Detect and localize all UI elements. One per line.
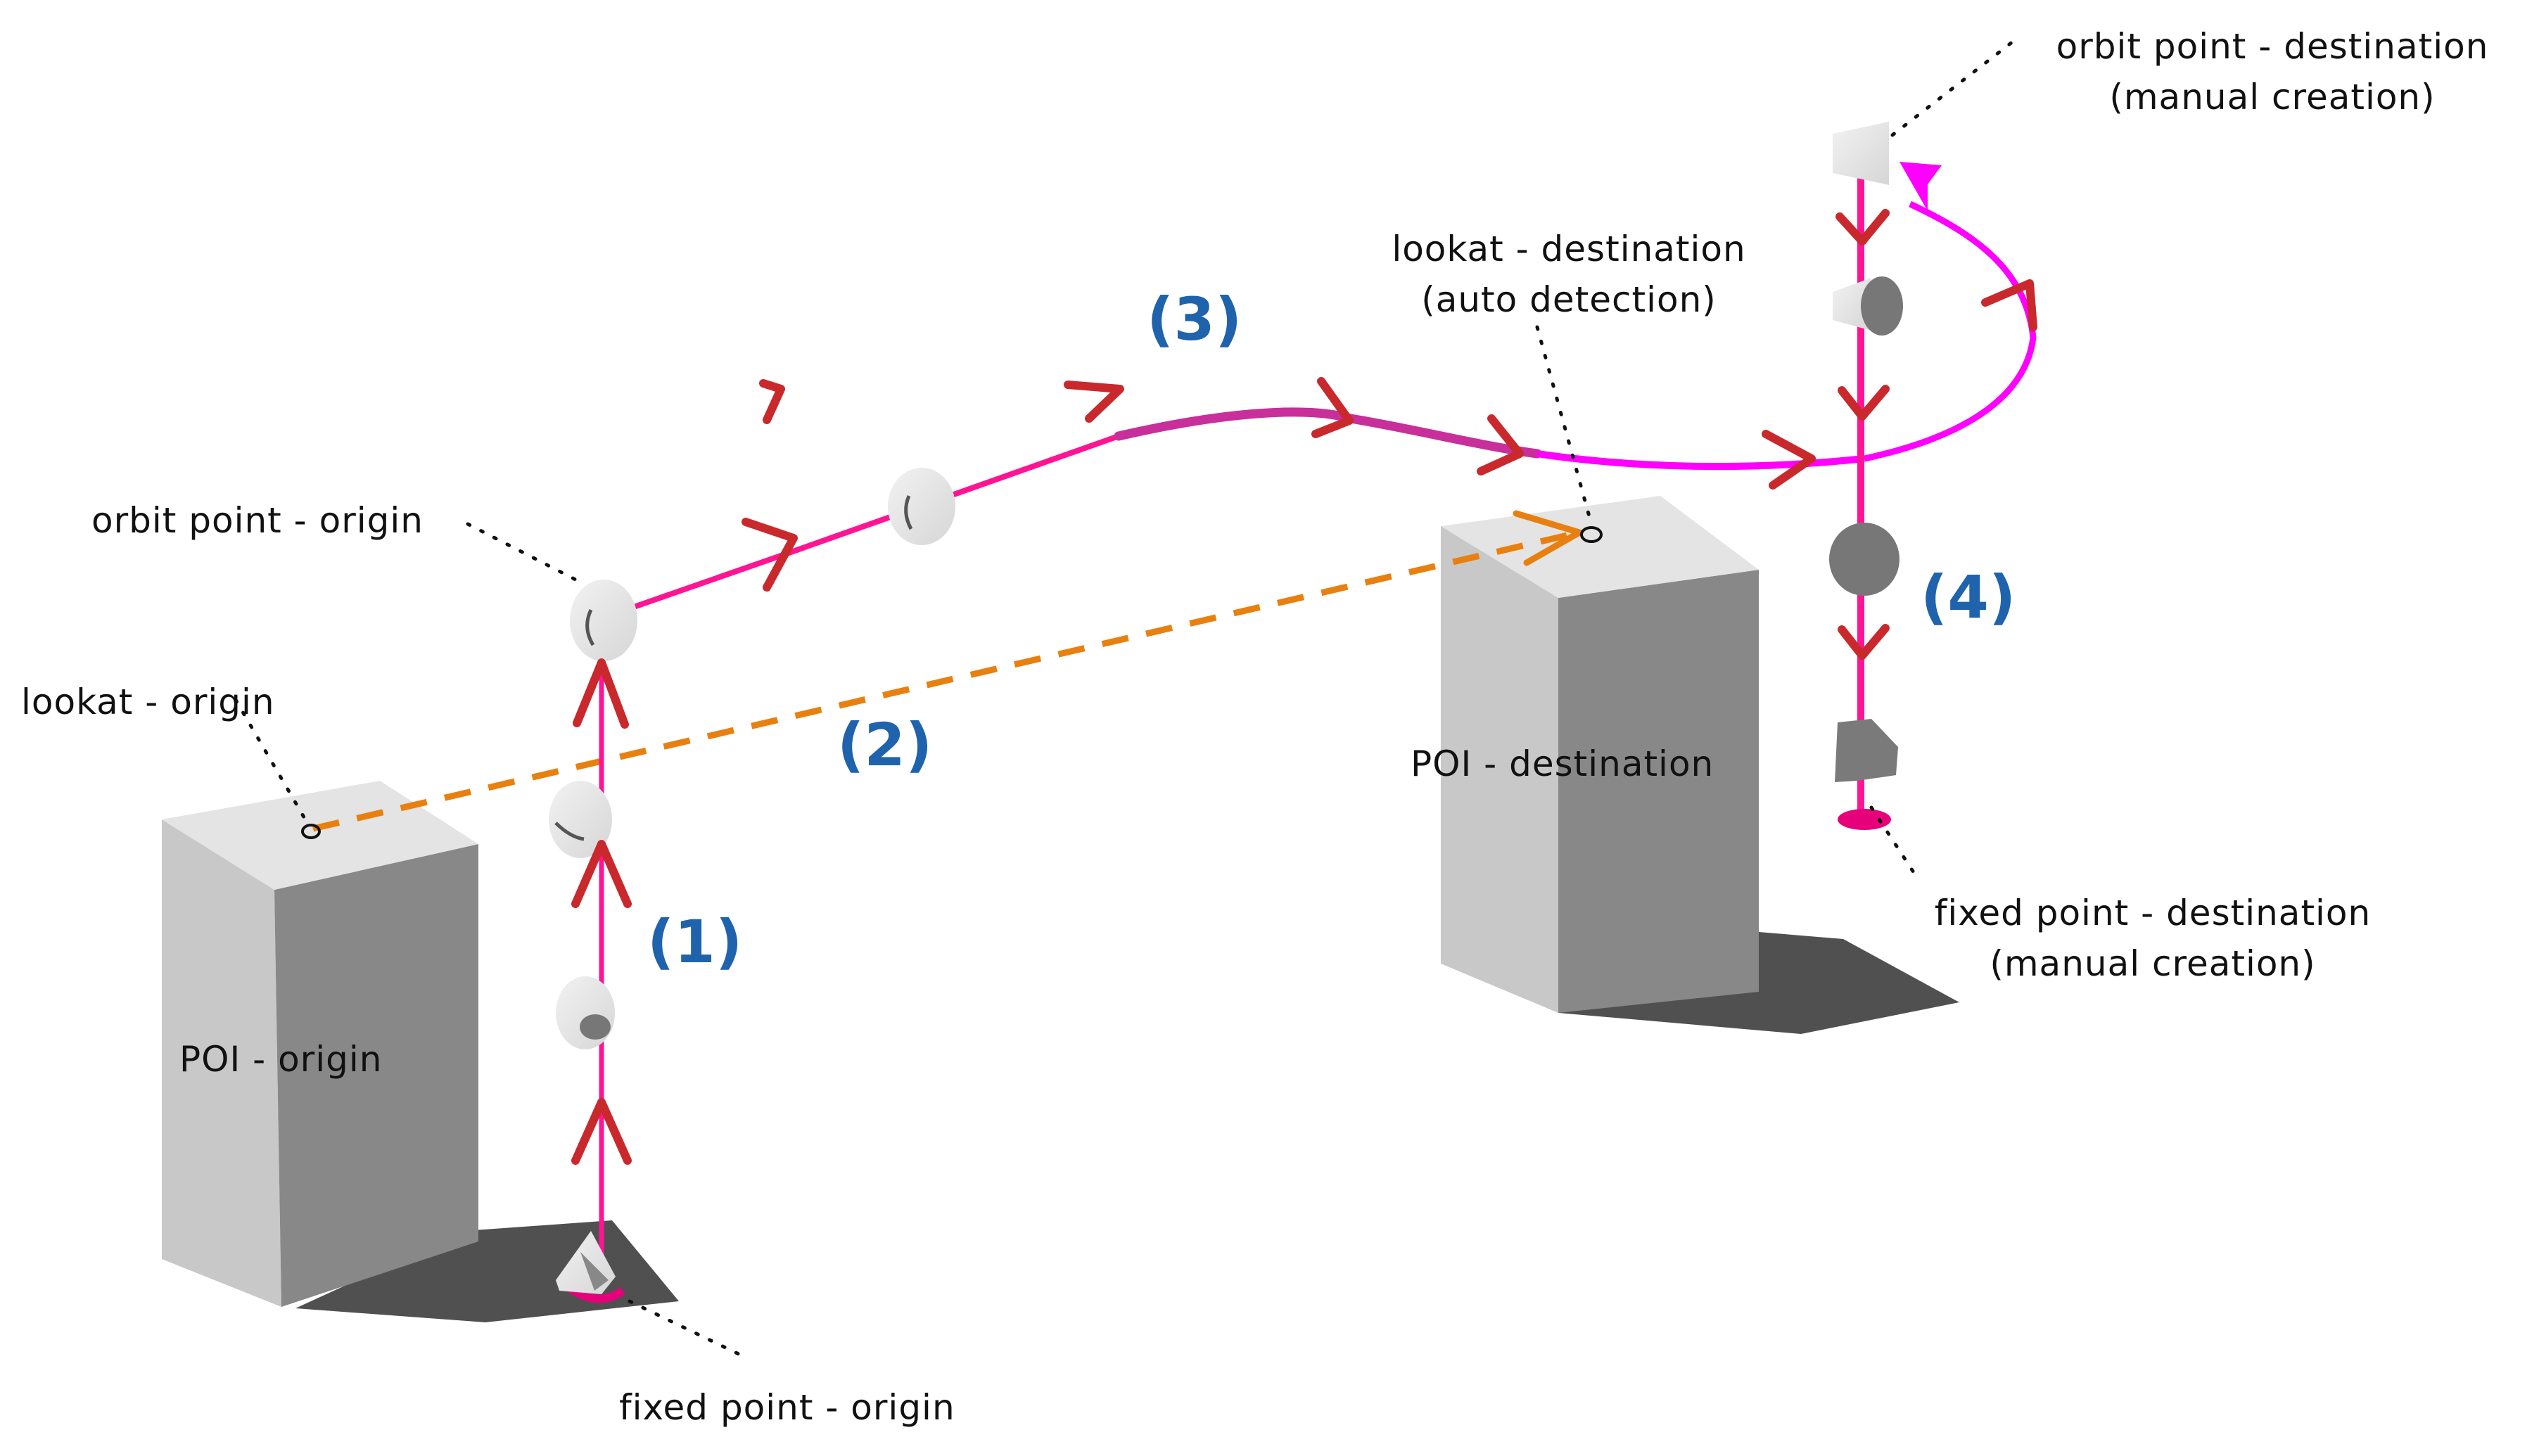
leader-lines (234, 40, 2014, 1356)
camera-icon (549, 781, 612, 858)
direction-arrow (1064, 381, 1124, 423)
poi-origin-right-face (274, 844, 478, 1307)
label-orbit-destination: orbit point - destination (manual creati… (2012, 21, 2533, 122)
label-orbit-point-origin: orbit point - origin (91, 500, 424, 541)
poi-origin-top-face (162, 781, 478, 890)
poi-destination-right-face (1558, 570, 1759, 1013)
camera-icon (556, 976, 615, 1049)
poi-destination-left-face (1441, 526, 1558, 1013)
poi-destination-top-face (1441, 496, 1759, 598)
lookat-line (312, 529, 1581, 832)
step-4-label: (4) (1921, 563, 2016, 632)
label-fixed-point-origin: fixed point - origin (619, 1387, 955, 1428)
label-fixed-destination-line2: (manual creation) (1990, 943, 2316, 984)
fixed-point-destination-marker (1838, 809, 1891, 830)
poi-destination-box (1441, 496, 1959, 1034)
camera-icons (549, 122, 1903, 1294)
label-fixed-destination: fixed point - destination (manual creati… (1885, 888, 2420, 989)
leader-orbit-destination (1890, 40, 2014, 137)
poi-origin-left-face (162, 819, 281, 1307)
direction-arrow (1838, 624, 1890, 660)
direction-arrow (571, 1098, 632, 1165)
camera-icon (1833, 122, 1889, 185)
label-orbit-destination-line2: (manual creation) (2109, 77, 2436, 117)
leader-orbit-origin (466, 522, 579, 582)
direction-arrow (1311, 377, 1354, 438)
direction-arrow (759, 379, 785, 424)
destination-orbit-loop (1864, 200, 2037, 462)
orbit-loop-arrowhead (1900, 162, 1942, 211)
leader-lookat-origin (234, 698, 310, 826)
camera-icon (1829, 523, 1900, 596)
direction-arrow (1981, 279, 2037, 331)
label-poi-destination: POI - destination (1411, 743, 1714, 784)
direction-arrow (1838, 385, 1890, 421)
direction-arrow (1835, 209, 1890, 245)
step-2-label: (2) (837, 710, 933, 779)
label-lookat-destination-line1: lookat - destination (1392, 229, 1746, 269)
lookat-destination-marker (1580, 526, 1603, 543)
label-orbit-destination-line1: orbit point - destination (2056, 26, 2489, 67)
leader-lookat-destination (1535, 325, 1593, 526)
direction-arrow (571, 840, 632, 908)
direction-arrow (1762, 430, 1816, 490)
camera-icon (556, 1231, 616, 1294)
label-lookat-destination: lookat - destination (auto detection) (1323, 224, 1815, 325)
camera-icon (1833, 276, 1903, 336)
lookat-origin-marker (301, 824, 321, 839)
label-poi-origin: POI - origin (179, 1039, 383, 1080)
direction-arrow (1477, 414, 1524, 475)
lookat-arrowhead (1513, 510, 1583, 566)
direction-arrow (742, 518, 798, 592)
camera-icon (888, 468, 955, 545)
leader-fixed-origin (628, 1299, 741, 1356)
step-3-label: (3) (1147, 285, 1242, 354)
step-1-label: (1) (647, 907, 743, 976)
direction-arrow (573, 658, 629, 729)
direction-arrows (571, 209, 2037, 1165)
destination-approach-path (1536, 450, 1865, 471)
camera-icon (1835, 719, 1898, 782)
label-lookat-destination-line2: (auto detection) (1421, 279, 1717, 320)
label-fixed-destination-line1: fixed point - destination (1934, 893, 2372, 933)
origin-to-transition-segment (628, 433, 1120, 611)
label-lookat-origin: lookat - origin (21, 682, 275, 722)
camera-icon (570, 580, 637, 661)
